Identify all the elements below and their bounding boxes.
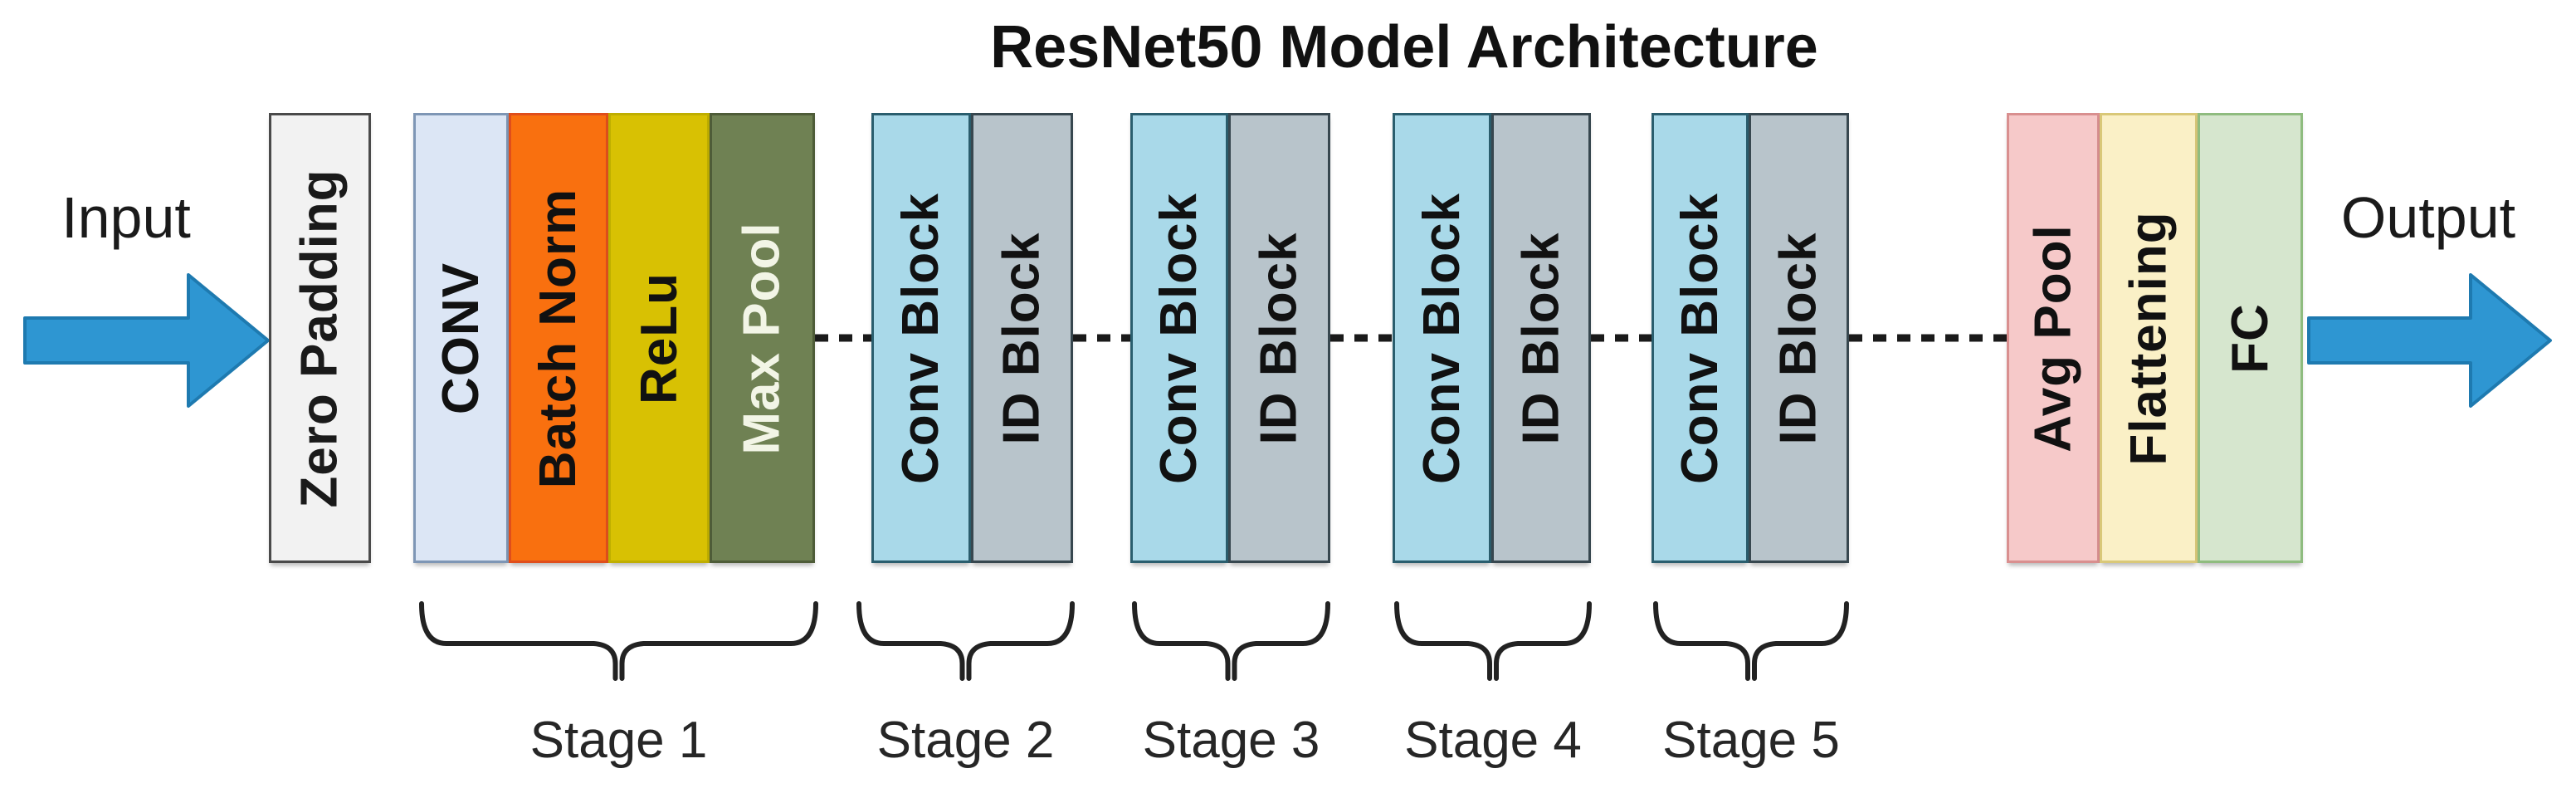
block-batch-norm: Batch Norm [509, 113, 608, 563]
block-s3-id: ID Block [1228, 113, 1330, 563]
block-label: FC [2222, 302, 2279, 374]
block-avg-pool: Avg Pool [2007, 113, 2100, 563]
block-label: Conv Block [1413, 192, 1471, 484]
stage-brace-3 [1132, 601, 1330, 681]
output-label: Output [2340, 185, 2516, 250]
block-label: ID Block [1251, 231, 1308, 445]
input-label: Input [61, 185, 191, 250]
stage-brace-1 [419, 601, 818, 681]
block-label: ReLu [630, 272, 688, 404]
block-label: Conv Block [1150, 192, 1208, 484]
stage-label-4: Stage 4 [1404, 712, 1582, 769]
block-fc: FC [2198, 113, 2303, 563]
block-s4-id: ID Block [1491, 113, 1591, 563]
block-label: Flattening [2120, 210, 2178, 466]
block-label: Batch Norm [529, 188, 588, 488]
block-conv: CONV [413, 113, 509, 563]
block-label: Max Pool [734, 221, 792, 455]
stage-brace-4 [1394, 601, 1592, 681]
stage-label-3: Stage 3 [1142, 712, 1320, 769]
stage-label-2: Stage 2 [876, 712, 1055, 769]
block-s5-conv: Conv Block [1651, 113, 1749, 563]
input-arrow-icon [23, 273, 270, 408]
block-s2-conv: Conv Block [871, 113, 971, 563]
block-label: ID Block [993, 231, 1051, 445]
diagram-title: ResNet50 Model Architecture [990, 14, 1818, 81]
block-zero-padding: Zero Padding [269, 113, 371, 563]
block-label: Avg Pool [2024, 223, 2082, 453]
block-s5-id: ID Block [1749, 113, 1849, 563]
output-arrow-icon [2307, 273, 2552, 408]
stage-label-1: Stage 1 [529, 712, 708, 769]
stage-brace-2 [856, 601, 1075, 681]
block-max-pool: Max Pool [710, 113, 815, 563]
stage-brace-5 [1653, 601, 1849, 681]
block-label: Conv Block [892, 192, 950, 484]
block-label: CONV [432, 262, 490, 414]
block-label: Zero Padding [291, 168, 349, 508]
block-label: ID Block [1770, 231, 1827, 445]
block-s4-conv: Conv Block [1393, 113, 1491, 563]
block-flattening: Flattening [2100, 113, 2198, 563]
stage-braces [419, 601, 1849, 681]
block-s2-id: ID Block [971, 113, 1073, 563]
block-label: Conv Block [1671, 192, 1729, 484]
block-relu: ReLu [608, 113, 710, 563]
stage-label-5: Stage 5 [1662, 712, 1840, 769]
block-label: ID Block [1512, 231, 1570, 445]
block-s3-conv: Conv Block [1130, 113, 1228, 563]
